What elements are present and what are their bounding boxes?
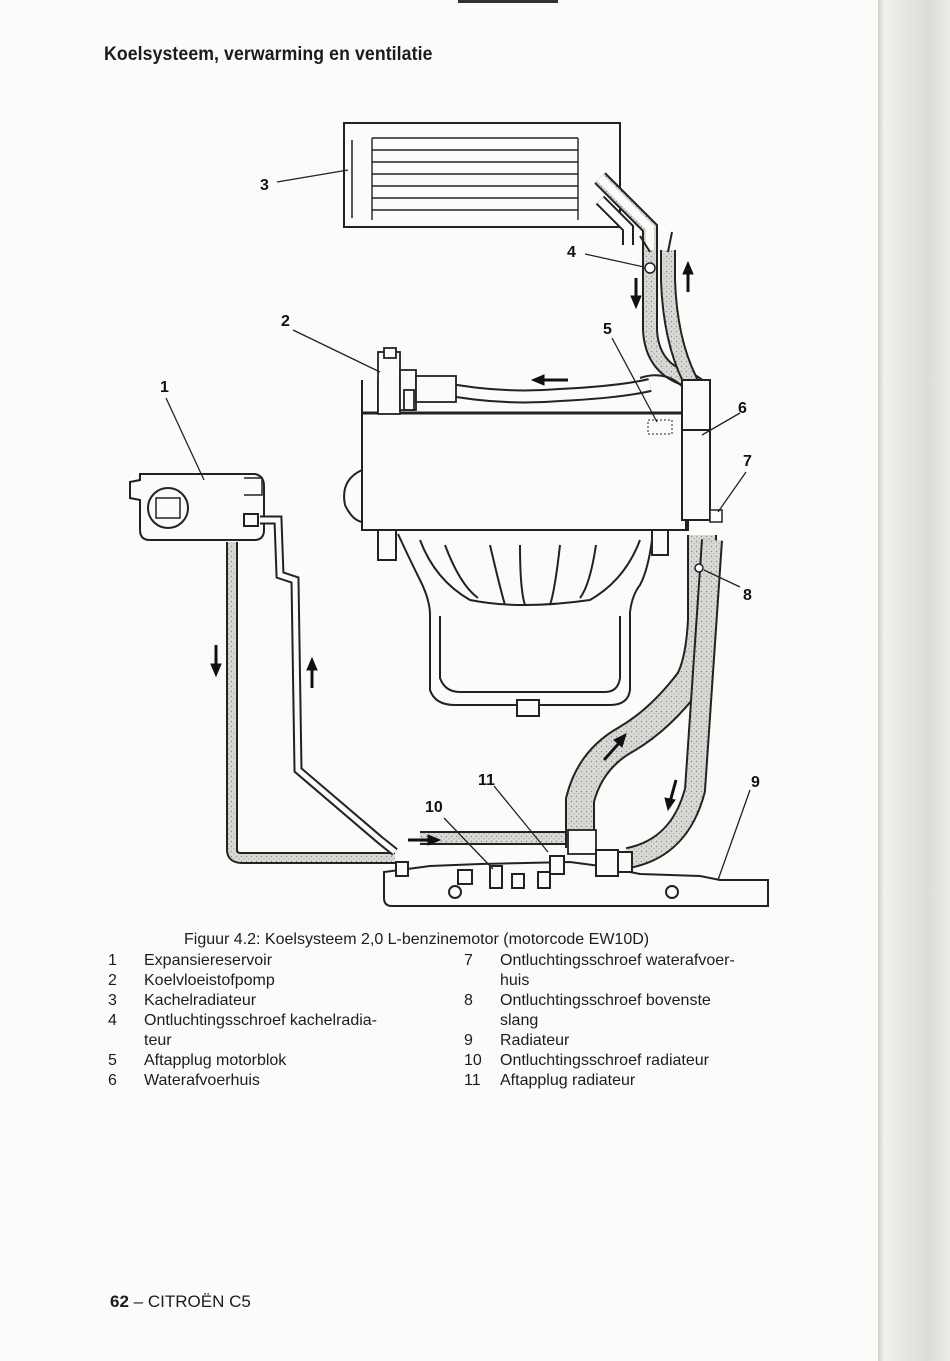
page-number: 62	[110, 1292, 129, 1311]
flow-arrows	[210, 260, 694, 846]
callout-10: 10	[425, 799, 443, 816]
legend-text: Kachelradiateur	[144, 992, 257, 1009]
callout-11: 11	[478, 772, 495, 789]
legend-text: Radiateur	[500, 1032, 570, 1049]
callout-5: 5	[603, 321, 612, 338]
legend-item: 3 Kachelradiateur	[108, 991, 377, 1011]
leader-lines	[165, 169, 751, 881]
legend-item: 4 Ontluchtingsschroef kachelradia- teur	[108, 1011, 377, 1051]
legend-text: Waterafvoerhuis	[144, 1072, 260, 1089]
callout-4: 4	[567, 244, 576, 261]
legend-number: 11	[464, 1072, 481, 1089]
heater-radiator	[343, 122, 621, 228]
legend-item: 1 Expansiereservoir	[108, 951, 377, 971]
page-footer: 62 – CITROËN C5	[110, 1292, 251, 1312]
legend-number: 5	[108, 1052, 117, 1069]
callout-8: 8	[743, 587, 752, 604]
callout-6: 6	[738, 400, 747, 417]
engine-block	[343, 380, 689, 717]
radiator-hoses	[565, 535, 723, 869]
legend-number: 8	[464, 992, 473, 1009]
legend-item: 9 Radiateur	[464, 1031, 735, 1051]
legend-number: 4	[108, 1012, 117, 1029]
legend-text: Aftapplug motorblok	[144, 1052, 287, 1069]
legend-item: 5 Aftapplug motorblok	[108, 1051, 377, 1071]
legend-item: 10 Ontluchtingsschroef radiateur	[464, 1051, 735, 1071]
expansion-reservoir	[129, 473, 265, 541]
legend-text: Ontluchtingsschroef kachelradia- teur	[144, 1012, 378, 1049]
legend-left: 1 Expansiereservoir 2 Koelvloeistofpomp …	[108, 951, 377, 1091]
callout-3: 3	[260, 177, 269, 194]
upper-outlet	[438, 374, 723, 523]
callout-2: 2	[281, 313, 290, 330]
callout-9: 9	[751, 774, 760, 791]
legend-number: 3	[108, 992, 117, 1009]
callout-labels: 3 4 2 5 1 6 7 8 9 10 11	[160, 177, 760, 816]
reservoir-hoses	[226, 515, 575, 864]
legend-number: 2	[108, 972, 117, 989]
legend-text: Ontluchtingsschroef waterafvoer- huis	[500, 952, 735, 989]
cooling-system-diagram: 3 4 2 5 1 6 7 8 9 10 11	[129, 122, 769, 907]
callout-7: 7	[743, 453, 752, 470]
legend-item: 2 Koelvloeistofpomp	[108, 971, 377, 991]
legend-number: 10	[464, 1052, 482, 1069]
page-title: Koelsysteem, verwarming en ventilatie	[104, 44, 433, 65]
heater-hoses	[594, 172, 710, 432]
legend-number: 6	[108, 1072, 117, 1089]
footer-separator: –	[133, 1292, 144, 1311]
book-title: CITROËN C5	[147, 1292, 251, 1311]
legend-right: 7 Ontluchtingsschroef waterafvoer- huis …	[464, 951, 735, 1091]
legend-item: 7 Ontluchtingsschroef waterafvoer- huis	[464, 951, 735, 991]
coolant-pump	[377, 347, 457, 415]
legend-number: 9	[464, 1032, 473, 1049]
legend-text: Expansiereservoir	[144, 952, 273, 969]
legend-item: 6 Waterafvoerhuis	[108, 1071, 377, 1091]
legend-item: 8 Ontluchtingsschroef bovenste slang	[464, 991, 735, 1031]
radiator	[383, 849, 769, 907]
legend-item: 11 Aftapplug radiateur	[464, 1071, 735, 1091]
legend-text: Ontluchtingsschroef radiateur	[500, 1052, 709, 1069]
page-edge-shadow	[878, 0, 950, 1361]
legend-text: Aftapplug radiateur	[500, 1072, 636, 1089]
legend-text: Koelvloeistofpomp	[144, 972, 275, 989]
legend-text: Ontluchtingsschroef bovenste slang	[500, 992, 711, 1029]
legend-number: 1	[108, 952, 117, 969]
legend-number: 7	[464, 952, 473, 969]
callout-1: 1	[160, 379, 169, 396]
figure-caption: Figuur 4.2: Koelsysteem 2,0 L-benzinemot…	[184, 931, 650, 948]
top-mark	[458, 0, 558, 3]
